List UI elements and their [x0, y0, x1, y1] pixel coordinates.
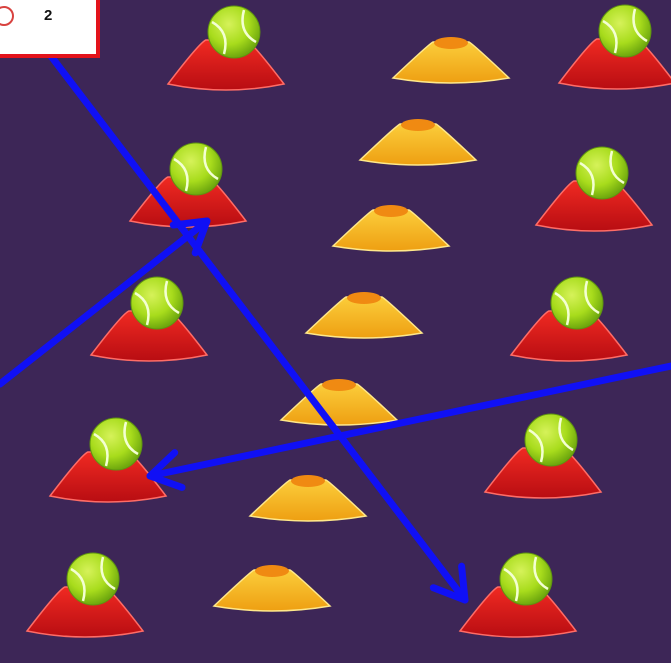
tennis-ball-icon — [599, 5, 651, 57]
red-cone-with-ball[interactable] — [168, 6, 284, 90]
yellow-cone — [214, 565, 330, 611]
yellow-cone — [333, 205, 449, 251]
target-marker-icon — [0, 6, 14, 26]
tennis-ball-icon — [131, 277, 183, 329]
yellow-cone — [360, 119, 476, 165]
yellow-cone — [393, 37, 509, 83]
red-cone-with-ball[interactable] — [91, 277, 207, 361]
red-cone-with-ball[interactable] — [460, 553, 576, 637]
red-cone-with-ball[interactable] — [27, 553, 143, 637]
score-panel: 2 — [0, 0, 100, 58]
move-arrow — [22, 18, 465, 600]
red-cone-with-ball[interactable] — [559, 5, 671, 89]
red-cone-with-ball[interactable] — [511, 277, 627, 361]
move-arrow — [150, 366, 671, 487]
tennis-ball-icon — [525, 414, 577, 466]
tennis-ball-icon — [67, 553, 119, 605]
tennis-ball-icon — [551, 277, 603, 329]
tennis-ball-icon — [90, 418, 142, 470]
score-counter: 2 — [44, 7, 52, 24]
red-cone-with-ball[interactable] — [50, 418, 166, 502]
tennis-ball-icon — [208, 6, 260, 58]
yellow-cone — [250, 475, 366, 521]
tennis-ball-icon — [576, 147, 628, 199]
tennis-ball-icon — [500, 553, 552, 605]
red-cone-with-ball[interactable] — [485, 414, 601, 498]
tennis-ball-icon — [170, 143, 222, 195]
red-cone-with-ball[interactable] — [536, 147, 652, 231]
yellow-cone — [306, 292, 422, 338]
